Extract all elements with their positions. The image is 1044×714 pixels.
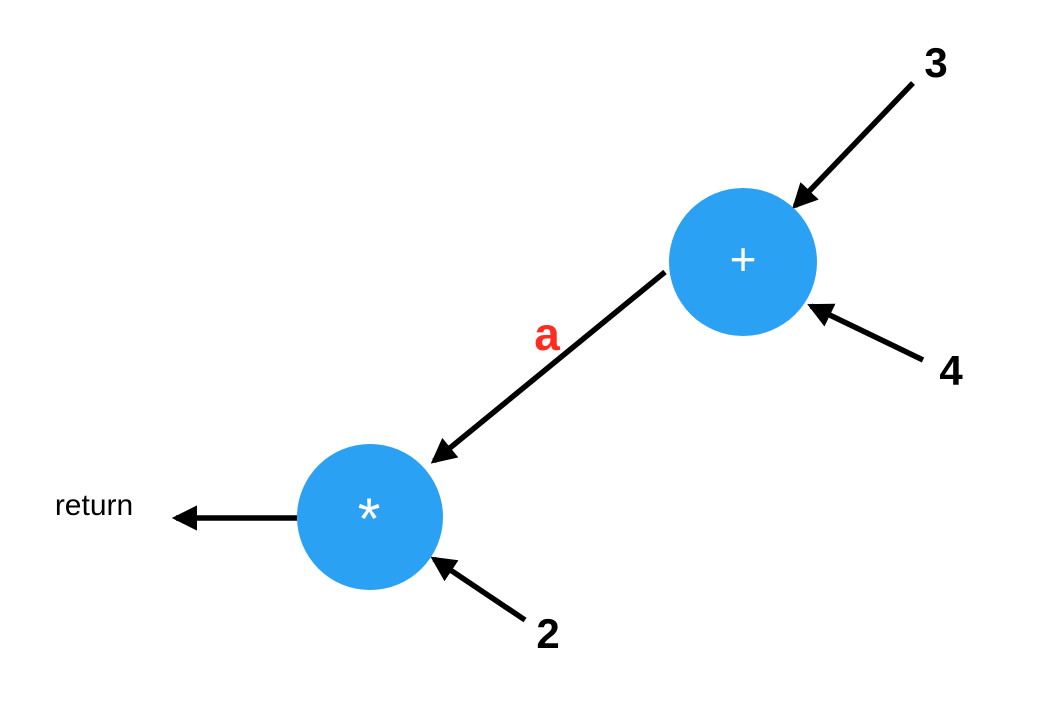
edge-label-a: a — [534, 308, 560, 360]
edge-input4-to-add — [807, 303, 925, 363]
edge-input3-to-add — [792, 81, 915, 210]
input-value-3: 3 — [924, 39, 947, 86]
multiply-node — [297, 444, 443, 590]
return-label: return — [55, 489, 133, 522]
add-operator-label: + — [730, 233, 757, 285]
edge-input2-to-multiply — [430, 556, 527, 623]
input-value-4: 4 — [939, 347, 963, 394]
edge-add-to-multiply — [430, 269, 667, 464]
input-value-2: 2 — [536, 610, 559, 657]
multiply-operator-label: * — [358, 487, 381, 552]
add-node — [669, 188, 817, 336]
